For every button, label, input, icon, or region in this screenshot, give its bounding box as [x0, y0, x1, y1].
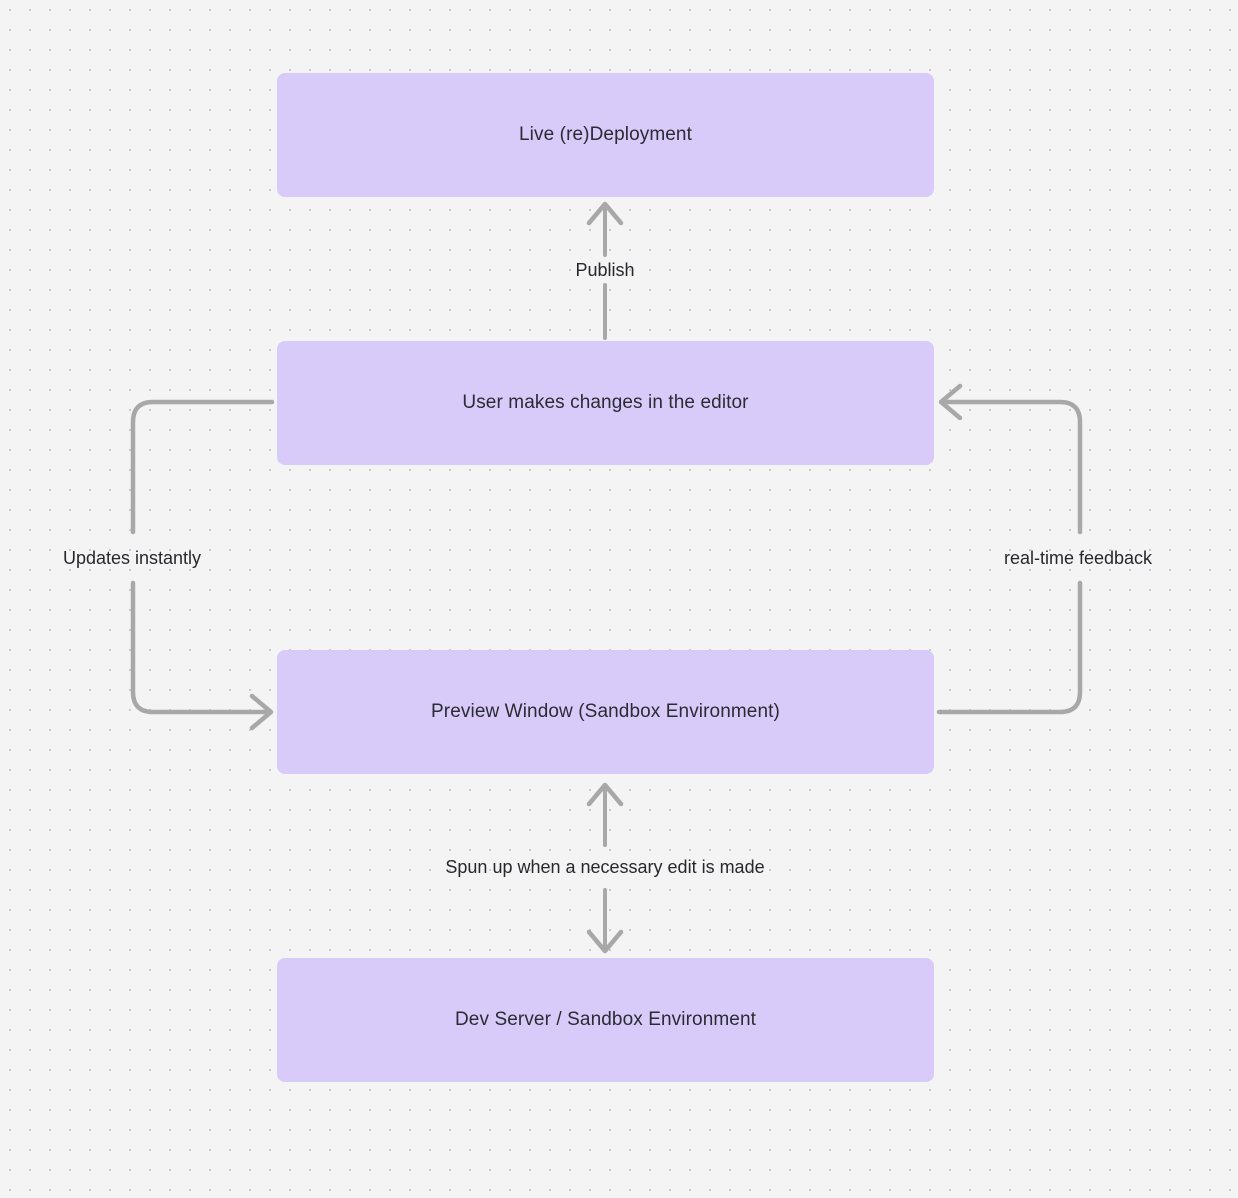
arrowhead-down-icon — [586, 929, 624, 954]
node-user-makes-changes[interactable]: User makes changes in the editor — [277, 341, 934, 465]
arrowhead-up-icon — [586, 782, 624, 807]
node-label: Live (re)Deployment — [519, 124, 692, 146]
node-label: Dev Server / Sandbox Environment — [454, 1009, 756, 1031]
edge-label-real-time-feedback: real-time feedback — [1003, 548, 1153, 568]
node-live-redeployment[interactable]: Live (re)Deployment — [277, 73, 934, 197]
node-label: Preview Window (Sandbox Environment) — [431, 701, 780, 723]
arrowhead-up-icon — [586, 201, 624, 226]
node-label: User makes changes in the editor — [462, 392, 749, 414]
arrowhead-right-icon — [249, 693, 274, 731]
edge-label-publish: Publish — [575, 260, 635, 280]
edge-label-updates-instantly: Updates instantly — [62, 548, 202, 568]
arrowhead-left-icon — [938, 383, 963, 421]
node-dev-server[interactable]: Dev Server / Sandbox Environment — [277, 958, 934, 1082]
node-preview-window[interactable]: Preview Window (Sandbox Environment) — [277, 650, 934, 774]
edge-label-spun-up: Spun up when a necessary edit is made — [445, 857, 765, 877]
